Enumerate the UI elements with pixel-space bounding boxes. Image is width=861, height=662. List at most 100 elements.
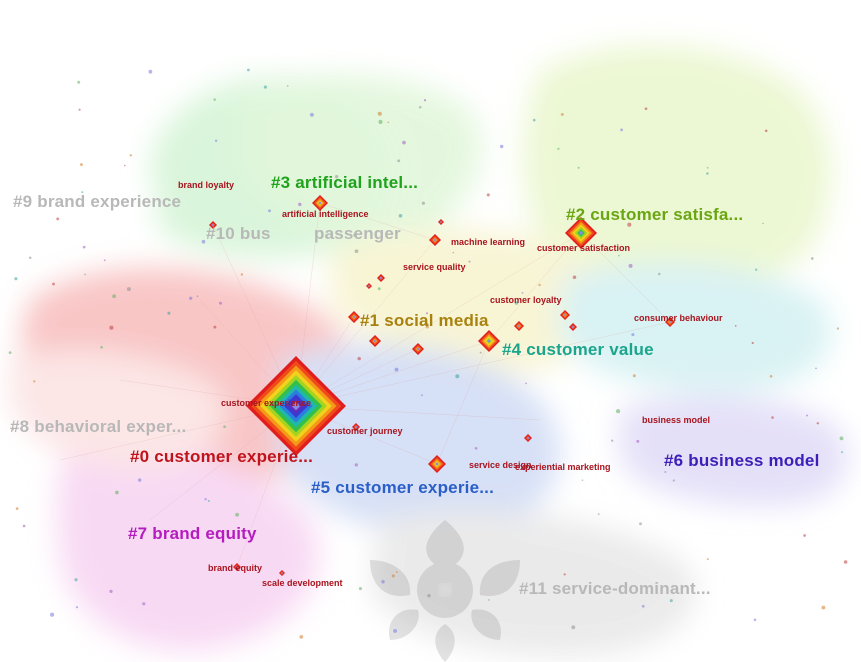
bg-node xyxy=(79,163,83,167)
bg-node xyxy=(843,560,848,564)
region-customer-value xyxy=(560,262,832,393)
bg-node xyxy=(841,451,843,454)
keyword-label-artificial-intelligence[interactable]: artificial intelligence xyxy=(282,209,369,219)
keyword-label-consumer-behaviour[interactable]: consumer behaviour xyxy=(634,313,723,323)
node-service-quality[interactable] xyxy=(377,274,385,282)
node-social-media[interactable] xyxy=(348,311,360,323)
bg-node xyxy=(560,112,564,116)
node-node-g[interactable] xyxy=(524,434,532,442)
cluster-label-9[interactable]: #9 brand experience xyxy=(13,192,182,211)
bg-node xyxy=(100,345,103,349)
keyword-label-scale-development[interactable]: scale development xyxy=(262,578,343,588)
cluster-label-10-bus[interactable]: #10 bus xyxy=(206,224,271,243)
bg-node xyxy=(201,239,206,244)
bg-node xyxy=(109,589,113,594)
region-customer-satisfaction xyxy=(523,45,832,291)
bg-node xyxy=(627,222,632,227)
region-brand-equity xyxy=(57,443,319,651)
bg-node xyxy=(354,249,359,254)
bg-node xyxy=(488,599,490,601)
node-service-design[interactable] xyxy=(428,455,446,473)
node-node-b[interactable] xyxy=(412,343,424,355)
keyword-label-experiential-marketing[interactable]: experiential marketing xyxy=(515,462,611,472)
bg-node xyxy=(706,166,709,169)
keyword-label-business-model[interactable]: business model xyxy=(642,415,711,425)
cluster-label-5[interactable]: #5 customer experie... xyxy=(311,478,494,497)
node-consumer-behaviour[interactable] xyxy=(665,317,675,327)
node-scale-development[interactable] xyxy=(279,570,285,576)
keyword-label-customer-satisfaction[interactable]: customer satisfaction xyxy=(537,243,631,253)
bg-node xyxy=(309,112,314,117)
node-artificial-intelligence[interactable] xyxy=(312,195,328,211)
keyword-label-service-design[interactable]: service design xyxy=(469,460,532,470)
bg-node xyxy=(706,558,709,561)
bg-node xyxy=(669,599,673,603)
bg-node xyxy=(22,524,26,528)
keyword-label-customer-loyalty[interactable]: customer loyalty xyxy=(490,295,562,305)
keyword-label-customer-journey[interactable]: customer journey xyxy=(327,426,403,436)
cluster-label-2[interactable]: #2 customer satisfa... xyxy=(566,205,744,224)
cluster-label-0[interactable]: #0 customer experie... xyxy=(130,447,313,466)
node-customer-experience[interactable] xyxy=(246,356,346,456)
bg-node xyxy=(78,108,81,111)
bg-node xyxy=(815,367,817,370)
bg-node xyxy=(114,490,119,495)
cluster-label-10-passenger[interactable]: passenger xyxy=(314,224,401,243)
bg-node xyxy=(207,500,210,502)
node-node-e[interactable] xyxy=(569,323,577,331)
node-node-a[interactable] xyxy=(369,335,381,347)
node-node-f[interactable] xyxy=(438,219,444,225)
keyword-label-customer-experience[interactable]: customer experience xyxy=(221,398,312,408)
bg-node xyxy=(391,574,395,578)
cluster-label-1[interactable]: #1 social media xyxy=(360,311,489,330)
bg-node xyxy=(821,605,826,610)
keyword-label-brand-equity[interactable]: brand equity xyxy=(208,563,263,573)
bg-node xyxy=(394,367,399,372)
bg-node xyxy=(112,294,116,299)
bg-node xyxy=(706,172,709,175)
node-machine-learning[interactable] xyxy=(429,234,441,246)
bg-node xyxy=(618,254,620,257)
bg-node xyxy=(378,119,383,124)
bg-node xyxy=(381,580,385,584)
node-customer-loyalty[interactable] xyxy=(514,321,524,331)
node-customer-journey[interactable] xyxy=(352,423,360,431)
bg-node xyxy=(751,341,754,345)
cluster-label-6[interactable]: #6 business model xyxy=(664,451,820,470)
node-node-d[interactable] xyxy=(366,283,372,289)
cluster-label-7[interactable]: #7 brand equity xyxy=(128,524,257,543)
watermark-emblem xyxy=(370,520,520,662)
bg-node xyxy=(427,594,431,598)
bg-node xyxy=(247,68,250,72)
cluster-label-11[interactable]: #11 service-dominant... xyxy=(519,579,711,598)
bg-node xyxy=(395,571,398,574)
bg-node xyxy=(420,394,423,397)
background-nodes xyxy=(8,68,848,639)
bg-node xyxy=(214,139,218,143)
bg-node xyxy=(137,478,142,482)
cluster-label-4[interactable]: #4 customer value xyxy=(502,340,654,359)
region-social-media xyxy=(330,228,612,372)
cluster-label-8[interactable]: #8 behavioral exper... xyxy=(10,417,187,436)
bg-node xyxy=(479,351,482,354)
node-customer-satisfaction[interactable] xyxy=(565,217,597,249)
node-brand-experience[interactable] xyxy=(209,221,217,229)
keyword-nodes xyxy=(209,195,675,576)
bg-node xyxy=(129,154,133,157)
bg-node xyxy=(836,327,840,330)
cluster-label-3[interactable]: #3 artificial intel... xyxy=(271,173,419,192)
keyword-label-brand-loyalty[interactable]: brand loyalty xyxy=(178,180,235,190)
bg-node xyxy=(810,257,814,260)
bg-node xyxy=(286,85,289,87)
node-brand-equity[interactable] xyxy=(233,563,241,571)
bg-node xyxy=(353,233,357,237)
keyword-label-machine-learning[interactable]: machine learning xyxy=(451,237,526,247)
node-node-c[interactable] xyxy=(560,310,570,320)
keyword-label-service-quality[interactable]: service quality xyxy=(403,262,466,272)
node-customer-value[interactable] xyxy=(478,330,500,352)
bg-node xyxy=(124,164,126,167)
bg-node xyxy=(126,287,131,292)
bg-node xyxy=(335,175,339,179)
bg-node xyxy=(764,129,768,133)
region-artificial-intelligence xyxy=(240,74,482,246)
